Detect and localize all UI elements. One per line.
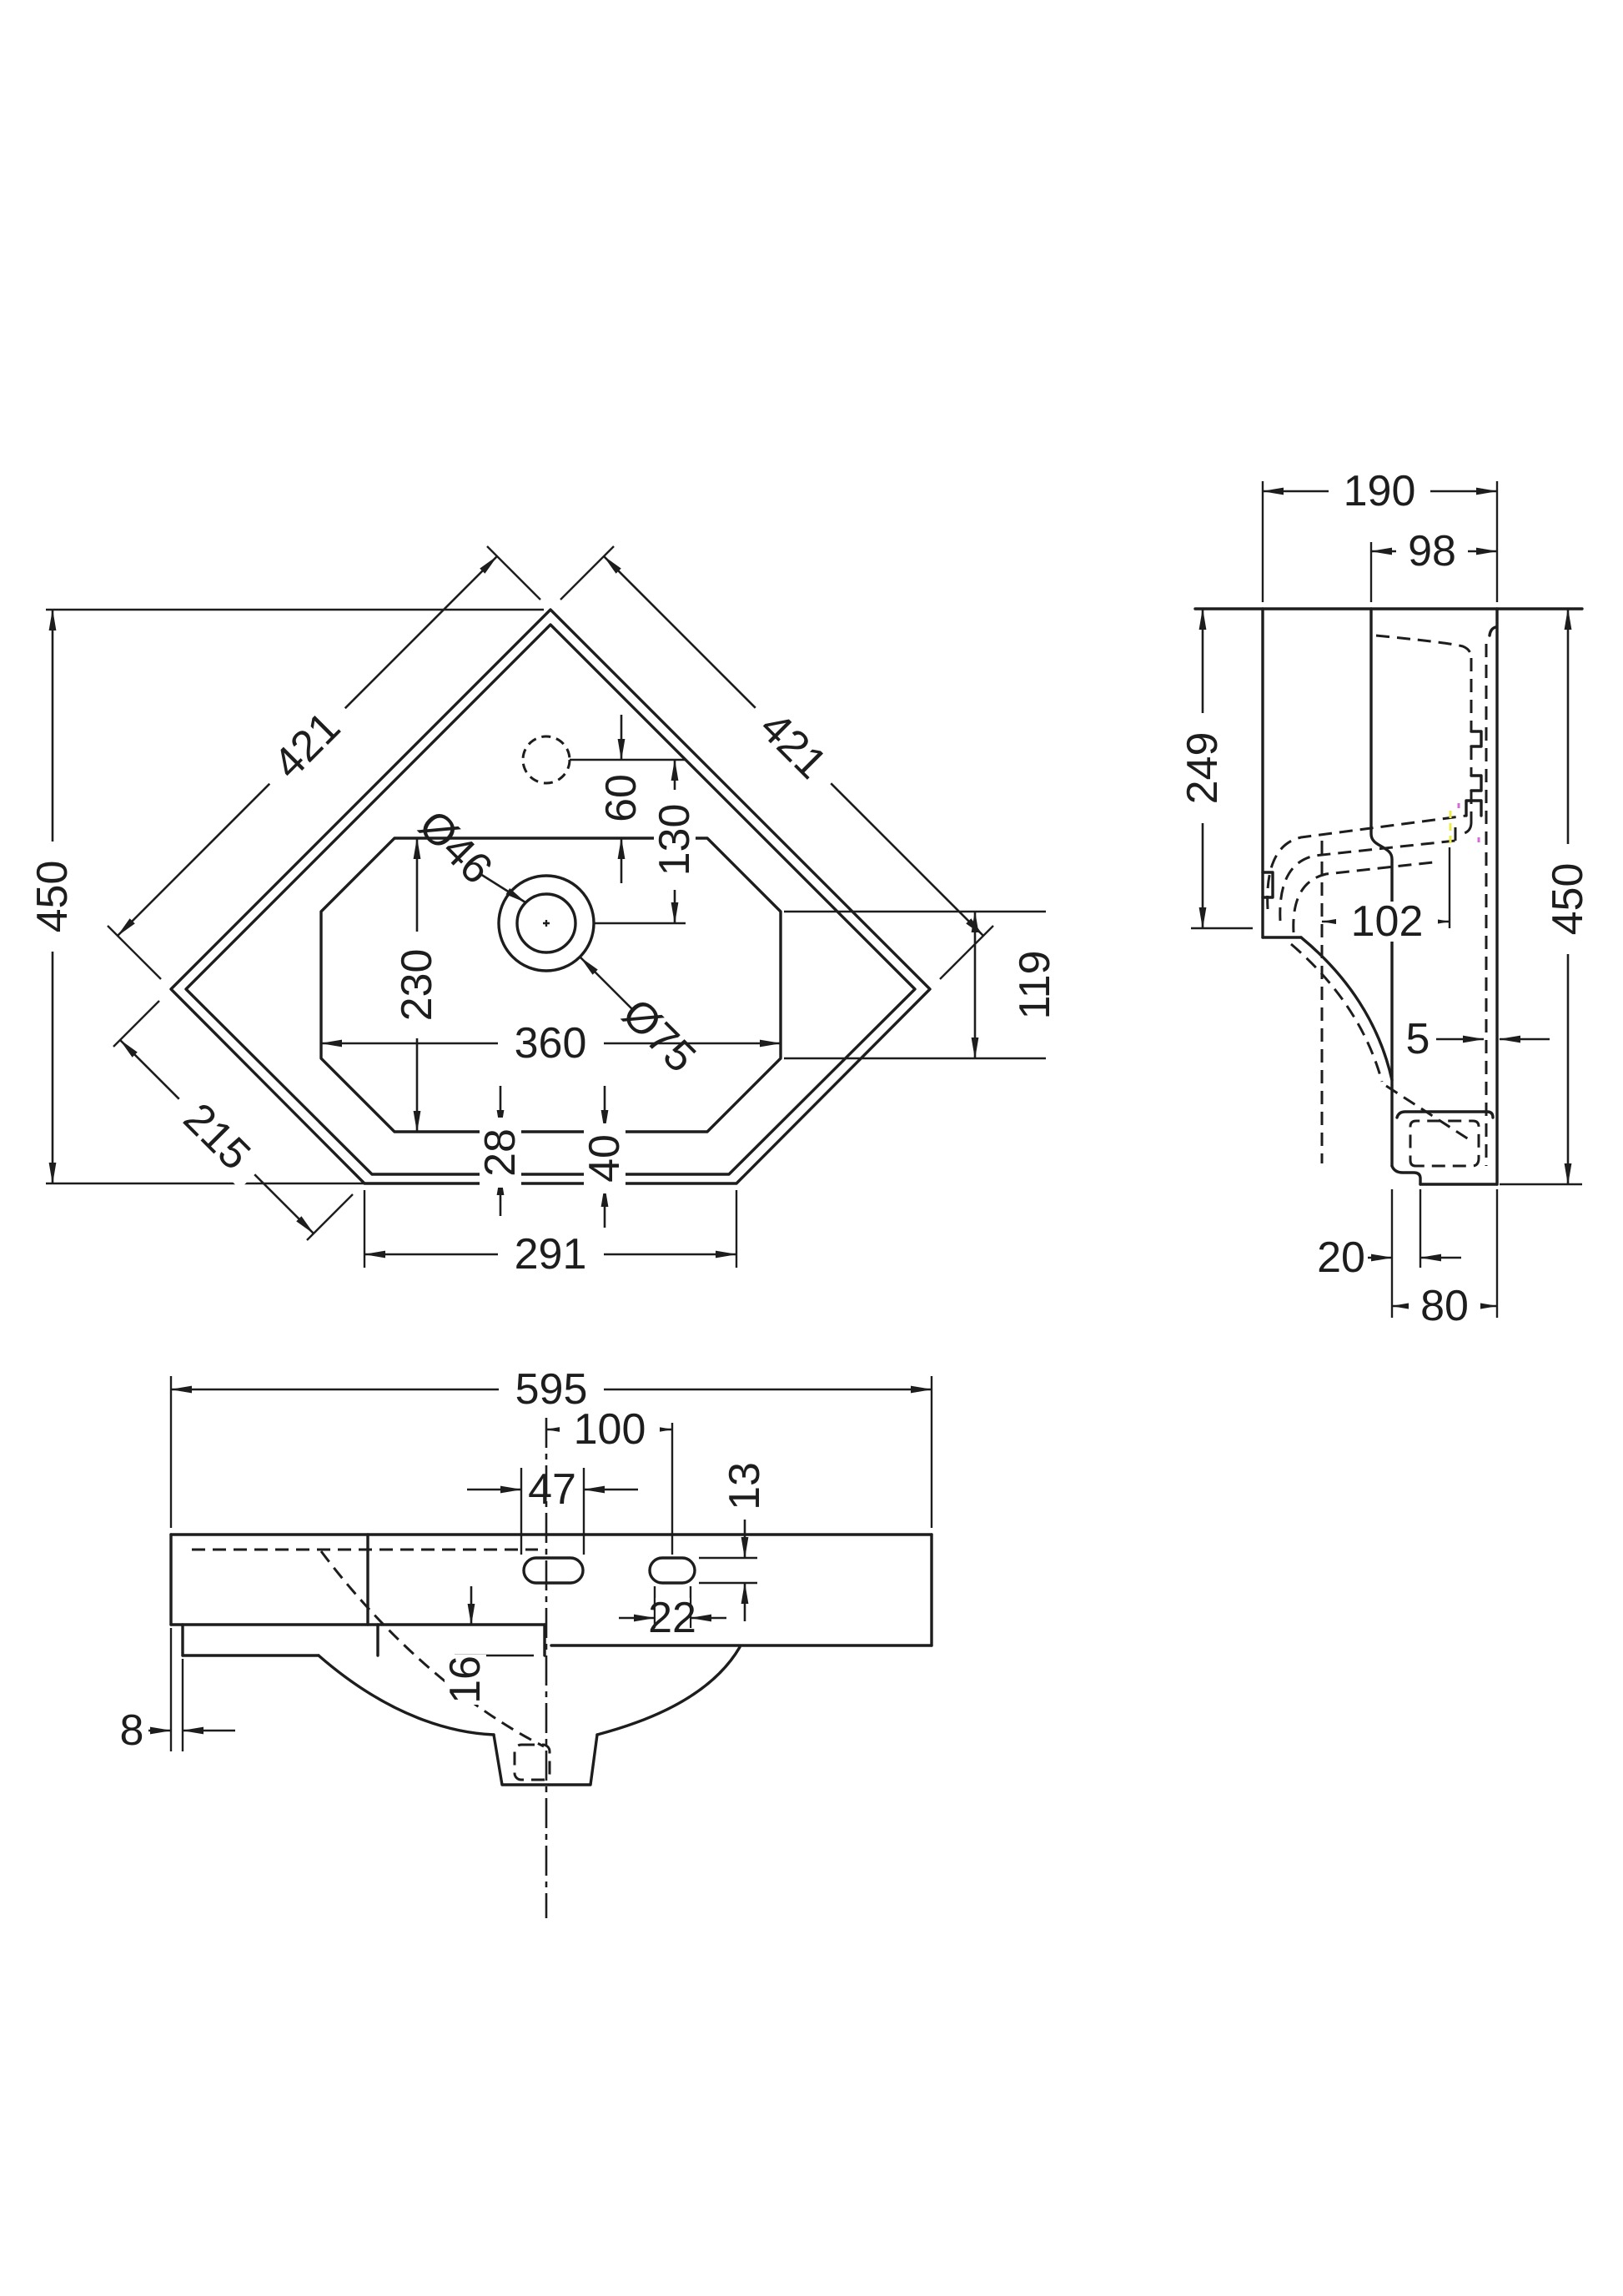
side-overflow-dashed-3	[1292, 861, 1434, 933]
dim-front-16: 16	[441, 1586, 534, 1705]
dim-plan-360: 360	[320, 1019, 781, 1068]
dim-side-102: 102	[1321, 847, 1451, 946]
drain-inner-circle	[515, 892, 577, 954]
dim-label-plan-119: 119	[1011, 951, 1059, 1020]
dim-label-side-249: 249	[1178, 732, 1227, 805]
front-bowl-inner-dashed	[319, 1550, 545, 1748]
dim-front-22: 22	[619, 1586, 726, 1642]
side-inner-top-dashed	[1375, 634, 1473, 659]
dim-label-side-102: 102	[1351, 897, 1424, 946]
front-bowl-right	[595, 1645, 741, 1736]
side-bowl-inner-dashed	[1290, 942, 1384, 1083]
drain-center-mark	[543, 920, 550, 927]
dim-front-8: 8	[120, 1628, 235, 1755]
side-overflow-hook	[1465, 799, 1483, 817]
dim-side-20: 20	[1317, 1189, 1461, 1282]
front-bowl-left	[317, 1654, 495, 1736]
dim-plan-421-left: 421	[107, 545, 541, 980]
dim-label-front-100: 100	[574, 1405, 646, 1454]
side-outlet-box-top	[1395, 1110, 1495, 1119]
dim-label-front-47: 47	[528, 1465, 576, 1514]
dim-plan-60: 60	[570, 715, 686, 883]
side-view: 190 98 249 450	[1178, 467, 1592, 1330]
dim-label-plan-130: 130	[651, 804, 699, 877]
side-overflow-dashed-2	[1279, 827, 1457, 922]
side-bottom-jog	[1390, 1164, 1422, 1186]
fixing-slot-right	[648, 1556, 696, 1585]
plan-basin-rim-octagon	[319, 837, 782, 1133]
dim-plan-291: 291	[363, 1190, 738, 1279]
magenta-artifact	[1457, 803, 1480, 842]
dim-label-side-190: 190	[1344, 467, 1416, 515]
dim-label-plan-28: 28	[476, 1128, 525, 1177]
dim-label-plan-40: 40	[580, 1134, 629, 1183]
tap-hole-circle	[521, 735, 571, 785]
dim-front-13: 13	[699, 1458, 769, 1621]
plan-outer-pentagon	[169, 608, 932, 1185]
dim-plan-119: 119	[784, 910, 1059, 1060]
side-back-corner	[1488, 625, 1497, 637]
front-outlet-dashed	[513, 1743, 551, 1781]
dim-plan-d46: Ø46	[410, 801, 526, 904]
side-overflow-dashed-1	[1266, 814, 1467, 910]
side-inner-bottom-dashed	[1460, 821, 1473, 836]
dim-label-side-80: 80	[1420, 1282, 1469, 1330]
dim-label-front-16: 16	[441, 1655, 490, 1704]
dim-label-front-13: 13	[721, 1462, 769, 1510]
dim-label-front-8: 8	[120, 1706, 144, 1755]
side-trap-diagonal-dashed	[1385, 1084, 1472, 1143]
overflow-slot-left	[522, 1556, 585, 1585]
dim-plan-40: 40	[580, 1086, 629, 1228]
dim-side-5: 5	[1406, 1015, 1550, 1063]
dim-label-plan-360: 360	[515, 1019, 587, 1068]
plan-inner-pentagon	[184, 623, 917, 1176]
dim-front-595: 595	[169, 1365, 933, 1528]
dim-plan-130: 130	[594, 759, 699, 925]
dim-side-98: 98	[1369, 527, 1498, 602]
front-trap	[492, 1733, 599, 1786]
dim-label-plan-450: 450	[28, 861, 77, 933]
dim-label-front-595: 595	[515, 1365, 588, 1414]
dim-label-plan-60: 60	[597, 774, 646, 822]
dim-side-249: 249	[1178, 608, 1253, 930]
front-view: 595 100 47 13	[120, 1365, 933, 1918]
dim-label-plan-291: 291	[515, 1230, 587, 1279]
side-bowl-underside	[1299, 936, 1394, 1082]
dim-plan-28: 28	[476, 1086, 525, 1216]
dim-plan-450: 450	[28, 608, 544, 1185]
side-outlet-inner-dashed	[1409, 1119, 1480, 1168]
dim-label-side-450: 450	[1544, 863, 1592, 936]
plan-view: 450 421 421	[28, 545, 1059, 1279]
dim-plan-230: 230	[393, 837, 441, 1133]
side-front-face	[1369, 607, 1394, 1168]
dim-label-plan-230: 230	[393, 949, 441, 1022]
dim-label-side-98: 98	[1408, 527, 1456, 575]
dim-side-80: 80	[1390, 1189, 1499, 1330]
dim-label-side-5: 5	[1406, 1015, 1430, 1063]
side-bolt-notch-2	[1470, 774, 1483, 792]
dim-plan-421-right: 421	[560, 545, 994, 980]
dim-label-front-22: 22	[648, 1594, 696, 1642]
dim-side-190: 190	[1261, 467, 1499, 602]
dim-side-450: 450	[1500, 608, 1592, 1186]
dim-front-100: 100	[545, 1405, 674, 1555]
side-bolt-notch-1	[1470, 730, 1483, 748]
dim-front-47: 47	[467, 1465, 638, 1555]
dim-label-side-20: 20	[1317, 1233, 1365, 1282]
